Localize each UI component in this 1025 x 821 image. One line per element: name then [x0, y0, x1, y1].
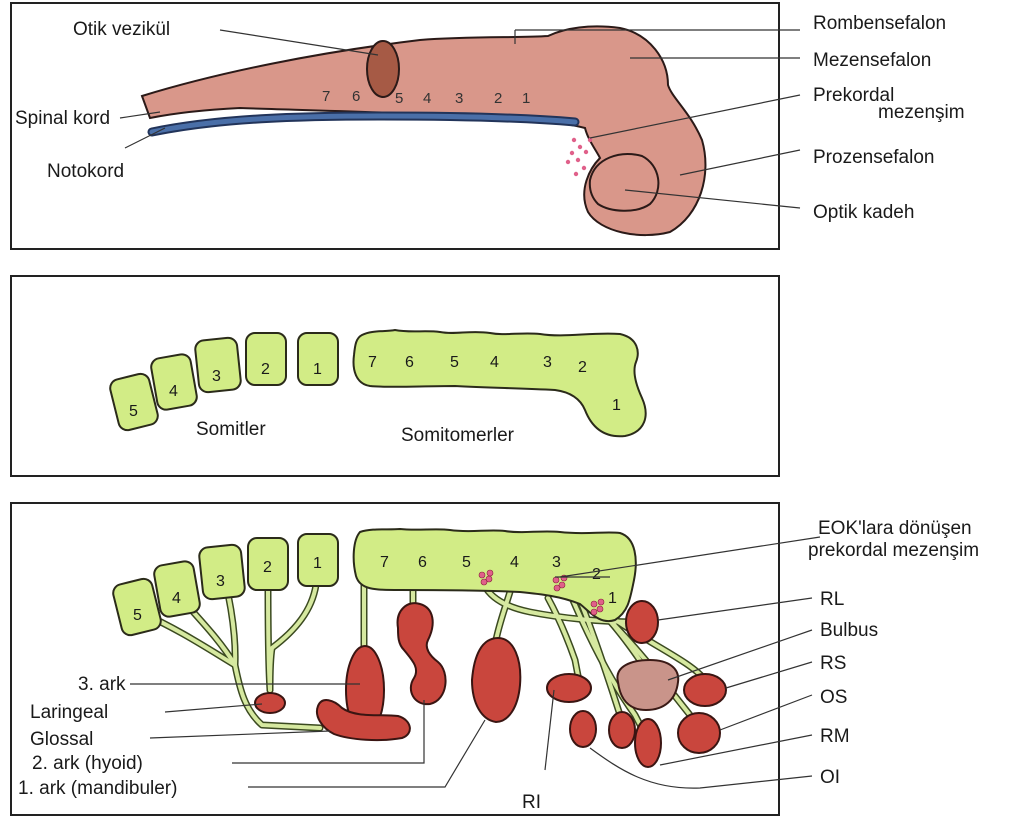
label-mezensim: mezenşim [878, 102, 965, 123]
somitomere-number: 3 [552, 554, 561, 571]
label-somitler: Somitler [196, 419, 266, 440]
somite-number: 2 [261, 361, 270, 378]
somitomere-number: 6 [405, 354, 414, 371]
label-notokord: Notokord [47, 161, 124, 182]
rhombomere-numbers: 7 6 5 4 3 2 1 [322, 88, 530, 107]
number-label: 1 [522, 90, 530, 107]
label-ri: RI [522, 792, 541, 813]
somitomere-number: 6 [418, 554, 427, 571]
somitomere-number: 1 [608, 590, 617, 607]
label-oi: OI [820, 767, 840, 788]
somite-number: 3 [216, 573, 225, 590]
label-glossal: Glossal [30, 729, 93, 750]
bulbus [617, 660, 678, 710]
label-optik-kadeh: Optik kadeh [813, 202, 914, 223]
muscle-ark1-mandibular [472, 638, 520, 722]
label-rm: RM [820, 726, 850, 747]
somite-4 [153, 560, 201, 618]
label-rombensefalon: Rombensefalon [813, 13, 946, 34]
label-ark2-hyoid: 2. ark (hyoid) [32, 753, 143, 774]
somite-number: 4 [172, 590, 181, 607]
somitomere-number: 1 [612, 397, 621, 414]
optic-cup [590, 154, 659, 211]
label-rs: RS [820, 653, 846, 674]
label-prekordal-mezensim: prekordal mezenşim [808, 540, 979, 561]
label-somitomerler: Somitomerler [401, 425, 515, 446]
somitomere-number: 4 [510, 554, 519, 571]
label-otik-vezikul: Otik vezikül [73, 19, 170, 40]
otic-vesicle [367, 41, 399, 97]
somitomere-number: 2 [578, 359, 587, 376]
number-label: 2 [494, 90, 502, 107]
somitomere-number: 3 [543, 354, 552, 371]
muscle-laringeal [255, 693, 285, 713]
number-label: 4 [423, 90, 431, 107]
label-spinal-kord: Spinal kord [15, 108, 110, 129]
muscle-rs [684, 674, 726, 706]
somite-number: 2 [263, 559, 272, 576]
label-os: OS [820, 687, 847, 708]
muscle-os [678, 713, 720, 753]
label-mezensefalon: Mezensefalon [813, 50, 931, 71]
somitomere-number: 2 [592, 566, 601, 583]
muscle-oi-1 [570, 711, 596, 747]
somitomere-number: 7 [368, 354, 377, 371]
number-label: 7 [322, 88, 330, 105]
muscle-oi-2 [609, 712, 635, 748]
label-eok: EOK'lara dönüşen [818, 518, 972, 539]
number-label: 3 [455, 90, 463, 107]
label-laringeal: Laringeal [30, 702, 108, 723]
somite-number: 3 [212, 368, 221, 385]
label-prozensefalon: Prozensefalon [813, 147, 934, 168]
somite-number: 4 [169, 383, 178, 400]
somitomere-number: 4 [490, 354, 499, 371]
label-bulbus: Bulbus [820, 620, 878, 641]
somitomere-number: 5 [450, 354, 459, 371]
label-ark3: 3. ark [78, 674, 126, 695]
somite-number: 1 [313, 555, 322, 572]
number-label: 5 [395, 90, 403, 107]
label-rl: RL [820, 589, 844, 610]
somite-number: 5 [129, 403, 138, 420]
muscle-rm [635, 719, 661, 767]
somite-4 [150, 353, 198, 411]
label-ark1-mandibuler: 1. ark (mandibuler) [18, 778, 177, 799]
somite-3 [198, 544, 245, 600]
somite-number: 5 [133, 607, 142, 624]
somitomere-number: 5 [462, 554, 471, 571]
somite-number: 1 [313, 361, 322, 378]
muscle-rl [626, 601, 658, 643]
somitomere-number: 7 [380, 554, 389, 571]
number-label: 6 [352, 88, 360, 105]
